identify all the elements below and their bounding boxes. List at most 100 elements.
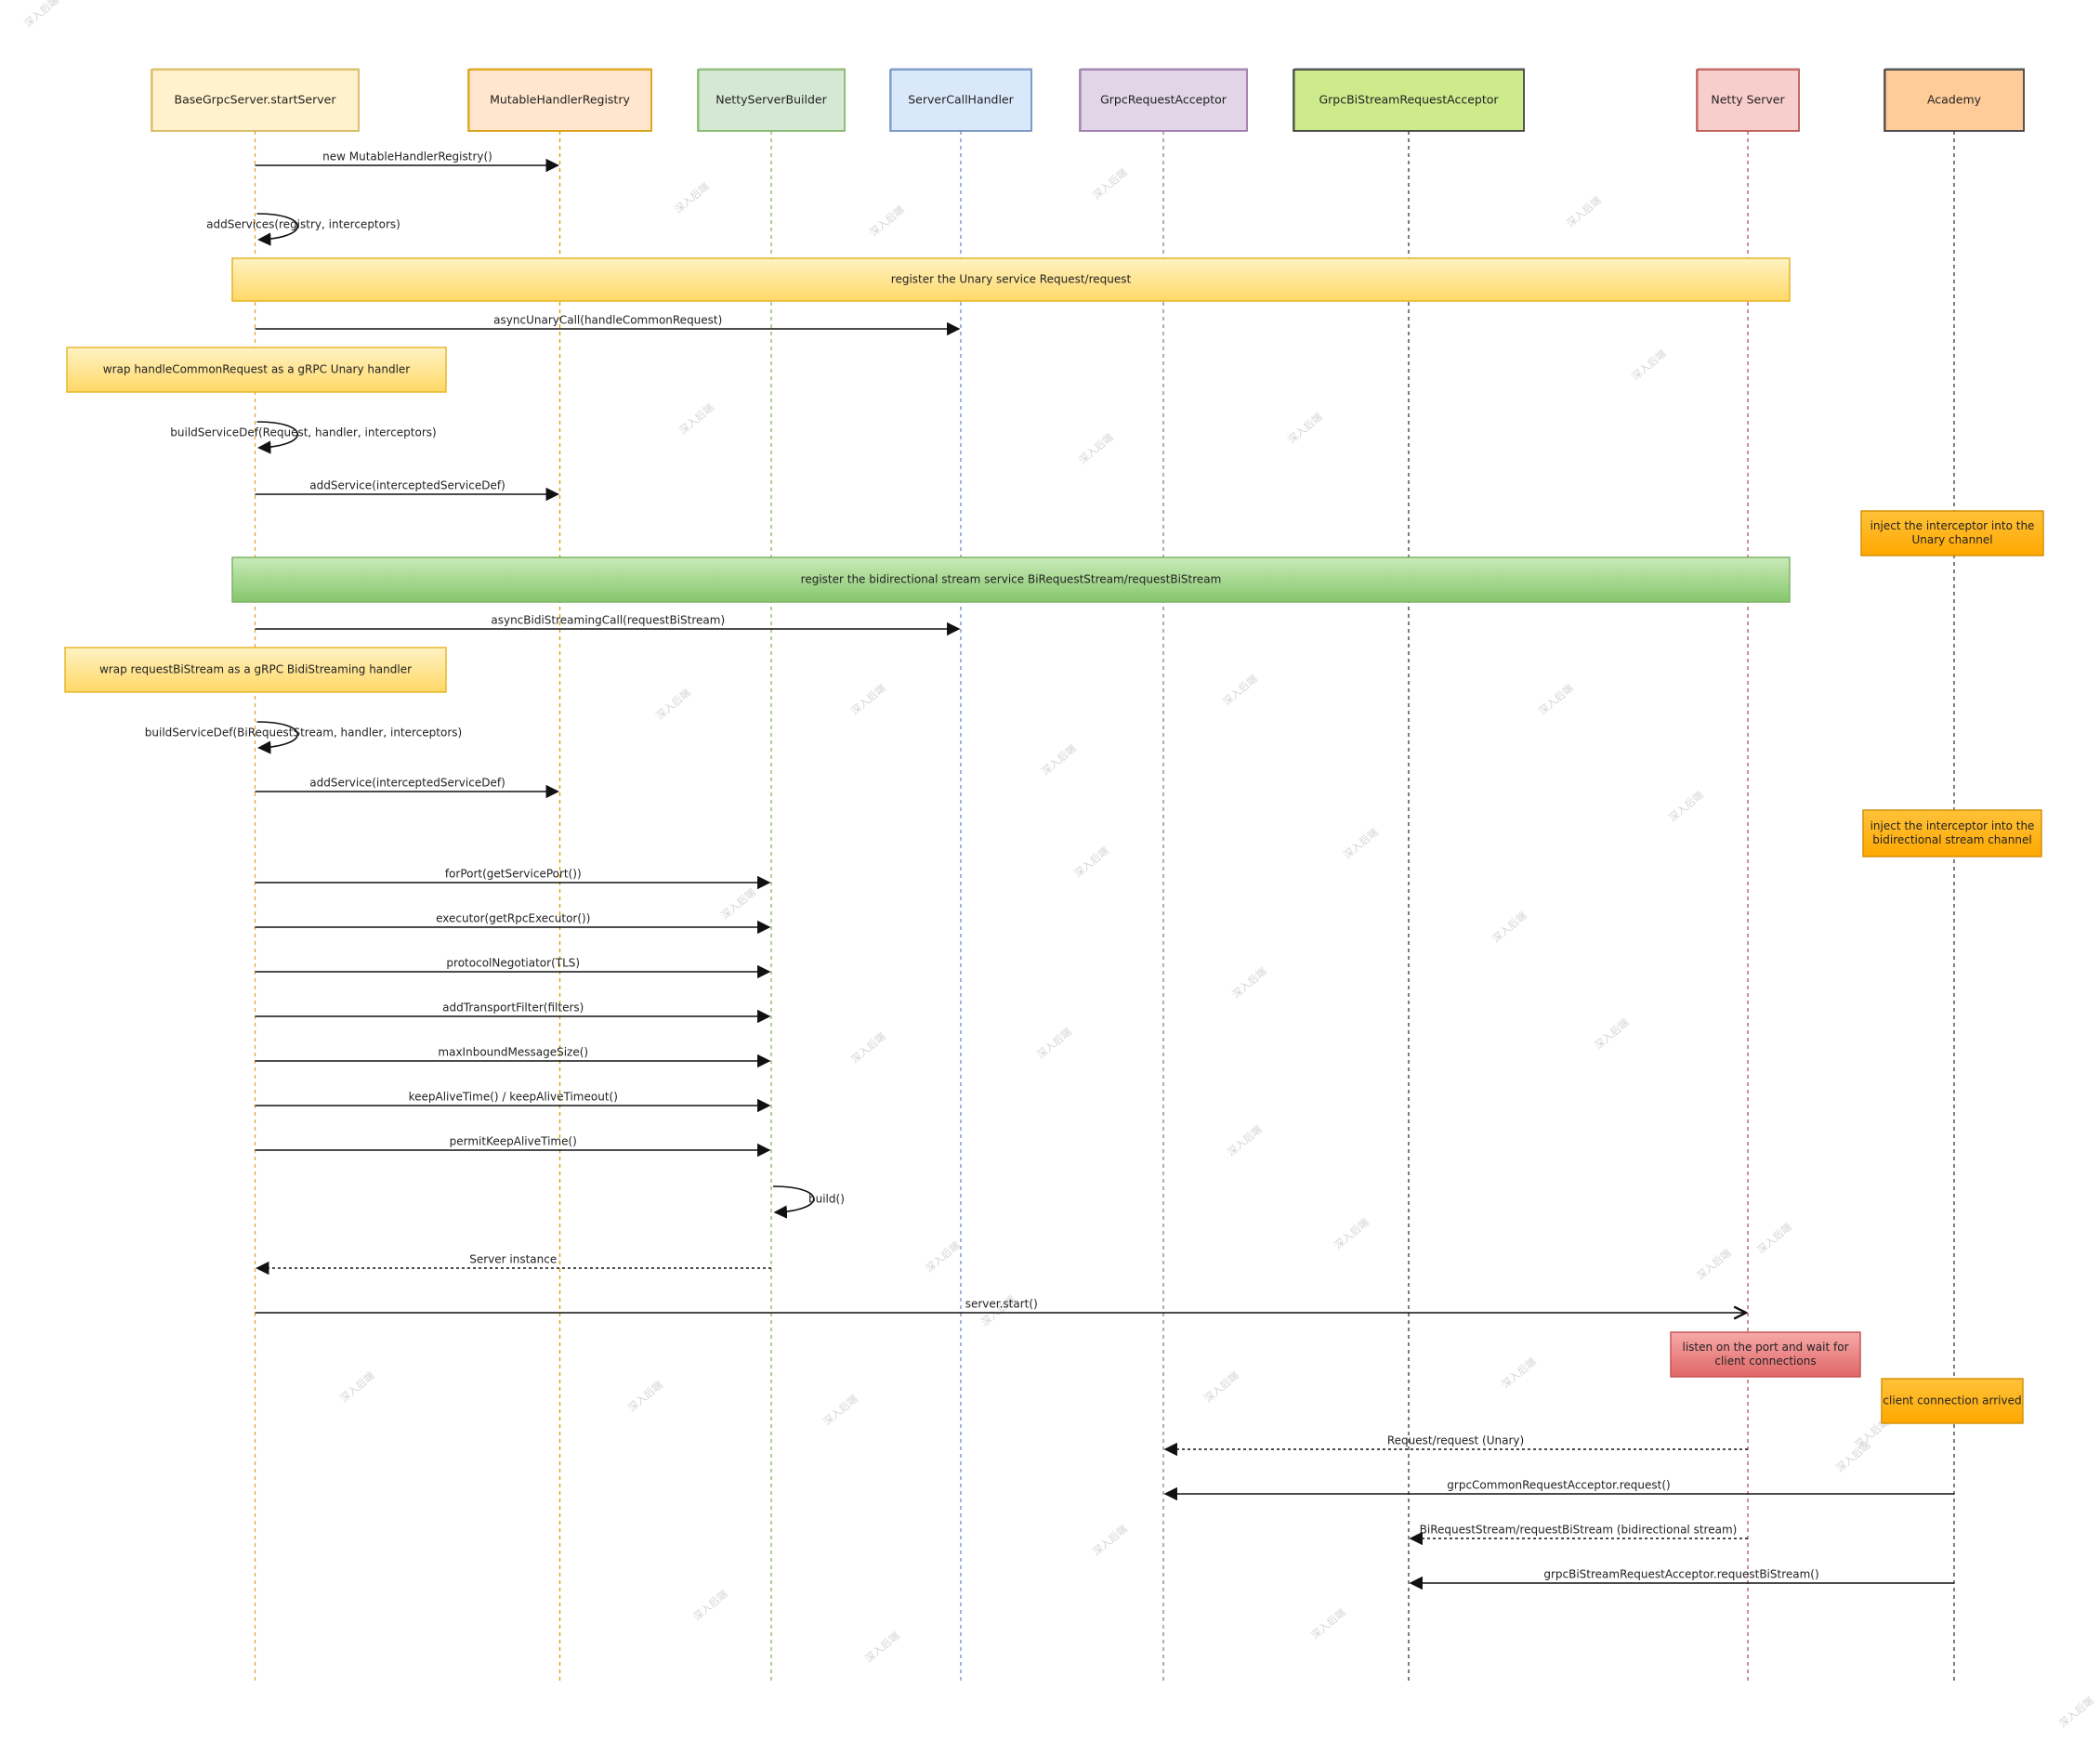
message-label: addService(interceptedServiceDef): [309, 777, 505, 790]
participant-box: [697, 69, 846, 132]
message-label: build(): [808, 1193, 845, 1206]
message-12: maxInboundMessageSize(): [255, 1046, 771, 1068]
watermark: 深入后端: [1221, 673, 1260, 708]
watermark: 深入后端: [1091, 166, 1130, 202]
section-banners: register the Unary service Request/reque…: [231, 257, 1791, 603]
message-15: build(): [772, 1185, 845, 1219]
note-bidi-inject: inject the interceptor into thebidirecti…: [1862, 809, 2042, 857]
message-0: new MutableHandlerRegistry(): [255, 151, 559, 173]
message-7: addService(interceptedServiceDef): [255, 777, 559, 799]
message-label: grpcBiStreamRequestAcceptor.requestBiStr…: [1543, 1568, 1818, 1581]
banner-label: register the bidirectional stream servic…: [801, 573, 1222, 586]
watermark: 深入后端: [1490, 910, 1529, 945]
watermark: 深入后端: [849, 682, 888, 717]
participant-box: [889, 69, 1032, 132]
message-label: server.start(): [965, 1298, 1038, 1311]
participant-box: [1293, 69, 1525, 132]
watermark: 深入后端: [1755, 1221, 1794, 1256]
watermark: 深入后端: [1630, 347, 1669, 383]
message-label: keepAliveTime() / keepAliveTimeout(): [409, 1091, 618, 1104]
watermark: 深入后端: [673, 180, 712, 216]
message-5: asyncBidiStreamingCall(requestBiStream): [255, 614, 961, 636]
watermark: 深入后端: [654, 687, 693, 722]
message-13: keepAliveTime() / keepAliveTimeout(): [255, 1091, 771, 1113]
participant-label: BaseGrpcServer.startServer: [175, 93, 337, 107]
self-call-arrow: [256, 213, 299, 246]
note-unary-wrap: wrap handleCommonRequest as a gRPC Unary…: [66, 347, 447, 393]
note-line: inject the interceptor into the: [1870, 519, 2035, 532]
message-label: maxInboundMessageSize(): [438, 1046, 588, 1059]
message-label: addService(interceptedServiceDef): [309, 479, 505, 492]
watermark: 深入后端: [719, 886, 758, 922]
lifelines: [254, 131, 1955, 1682]
watermark: 深入后端: [1309, 1606, 1348, 1642]
message-label: BiRequestStream/requestBiStream (bidirec…: [1420, 1524, 1738, 1537]
note-line: wrap requestBiStream as a gRPC BidiStrea…: [99, 663, 412, 676]
self-call-arrow: [256, 421, 299, 454]
watermark: 深入后端: [691, 1588, 730, 1623]
participant-biacc: GrpcBiStreamRequestAcceptor: [1293, 68, 1525, 132]
message-20: BiRequestStream/requestBiStream (bidirec…: [1409, 1524, 1748, 1546]
message-label: buildServiceDef(Request, handler, interc…: [170, 426, 436, 439]
messages: new MutableHandlerRegistry() addServices(…: [145, 151, 1954, 1590]
watermark: 深入后端: [338, 1369, 377, 1405]
watermark: 深入后端: [1035, 1026, 1074, 1061]
watermark: 深入后端: [1537, 682, 1576, 717]
message-label: new MutableHandlerRegistry(): [322, 151, 492, 164]
watermark: 深入后端: [1667, 789, 1706, 824]
watermark: 深入后端: [1091, 1523, 1130, 1558]
watermark: 深入后端: [849, 1030, 888, 1066]
banner-label: register the Unary service Request/reque…: [891, 273, 1132, 286]
participant-box: [1883, 69, 2025, 132]
participant-label: Netty Server: [1711, 93, 1785, 107]
watermark: 深入后端: [22, 0, 61, 30]
watermark: 深入后端: [1565, 194, 1604, 229]
note-line: inject the interceptor into the: [1870, 819, 2035, 832]
watermark: 深入后端: [1077, 431, 1116, 466]
participant-box: [151, 69, 360, 132]
banner-box: [231, 257, 1791, 302]
message-8: forPort(getServicePort()): [255, 868, 771, 890]
watermark: 深入后端: [1593, 1016, 1632, 1052]
watermark: 深入后端: [1202, 1369, 1241, 1405]
participant-box: [467, 69, 652, 132]
watermark: 深入后端: [1286, 411, 1325, 446]
watermark: 深入后端: [2057, 1695, 2096, 1730]
message-18: Request/request (Unary): [1163, 1434, 1748, 1457]
message-1: addServices(registry, interceptors): [206, 213, 400, 246]
note-line: Unary channel: [1911, 533, 1992, 546]
note-box: [1670, 1331, 1861, 1378]
participant-box: [1696, 69, 1800, 132]
watermark: 深入后端: [1040, 742, 1079, 778]
banner-0: register the Unary service Request/reque…: [231, 257, 1791, 302]
message-17: server.start(): [255, 1298, 1747, 1314]
watermark: 深入后端: [924, 1239, 963, 1275]
watermark: 深入后端: [868, 203, 907, 239]
message-6: buildServiceDef(BiRequestStream, handler…: [145, 721, 462, 754]
participant-label: GrpcRequestAcceptor: [1100, 93, 1227, 107]
message-2: asyncUnaryCall(handleCommonRequest): [255, 314, 961, 336]
participant-label: NettyServerBuilder: [715, 93, 827, 107]
message-label: asyncUnaryCall(handleCommonRequest): [493, 314, 722, 327]
note-box: [1881, 1378, 2024, 1424]
message-11: addTransportFilter(filters): [255, 1001, 771, 1024]
participant-label: GrpcBiStreamRequestAcceptor: [1319, 93, 1499, 107]
message-label: addServices(registry, interceptors): [206, 218, 400, 231]
watermark: 深入后端: [821, 1393, 860, 1428]
message-label: Server instance: [469, 1253, 557, 1266]
self-call-arrow: [772, 1185, 815, 1219]
message-10: protocolNegotiator(TLS): [255, 957, 771, 979]
watermark: 深入后端: [626, 1379, 665, 1414]
note-bidi-wrap: wrap requestBiStream as a gRPC BidiStrea…: [64, 647, 447, 693]
message-9: executor(getRpcExecutor()): [255, 912, 771, 935]
participant-academy: Academy: [1883, 68, 2025, 132]
note-client-arrived: client connection arrived: [1881, 1378, 2024, 1424]
note-box: [1860, 510, 2044, 556]
participant-label: Academy: [1927, 93, 1982, 107]
self-call-arrow: [256, 721, 299, 754]
note-box: [64, 647, 447, 693]
note-line: listen on the port and wait for: [1682, 1341, 1848, 1354]
